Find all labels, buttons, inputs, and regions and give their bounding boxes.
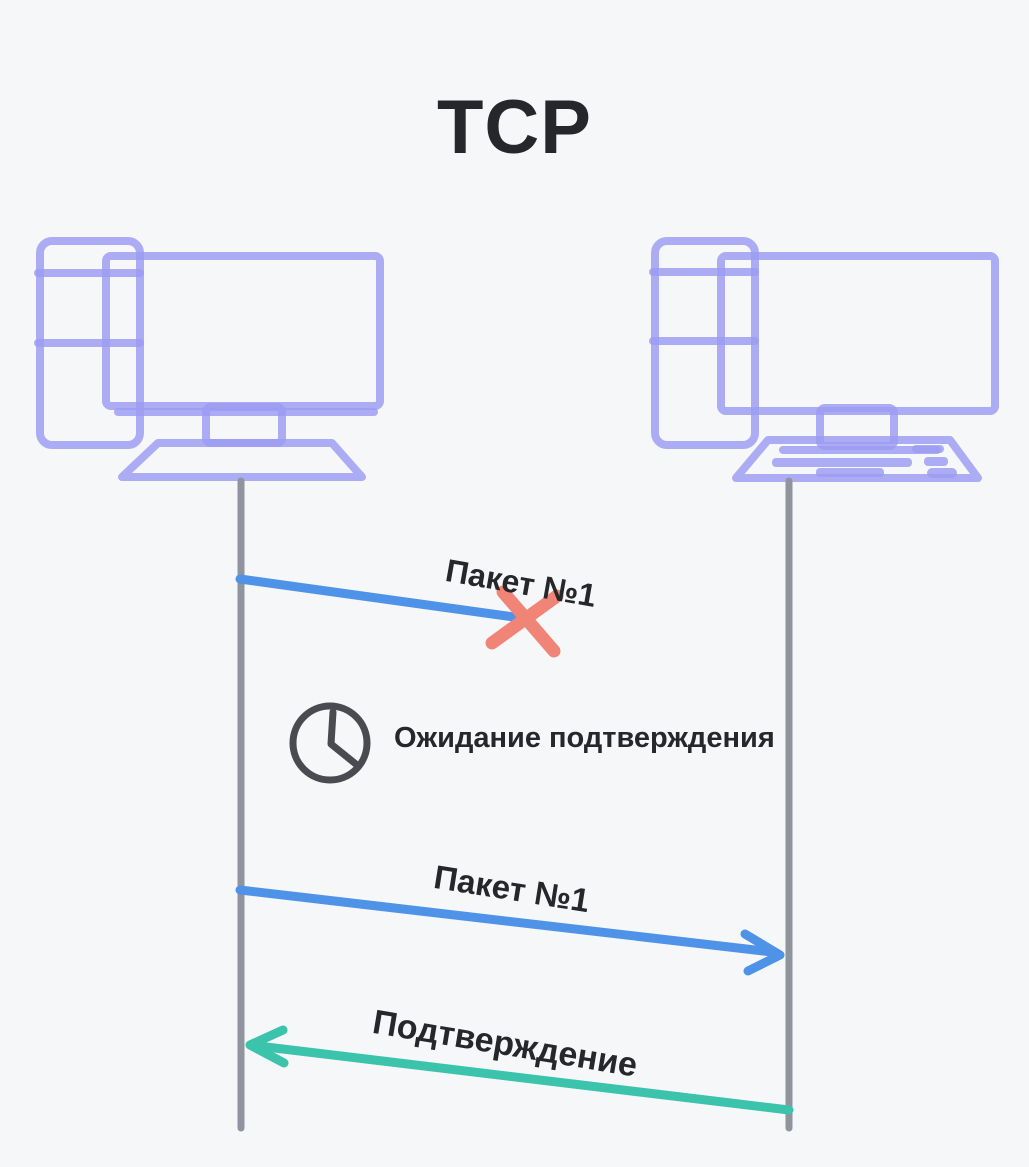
packet1-retry-arrow	[235, 885, 785, 976]
diagram-title: TCP	[437, 85, 592, 170]
wait-label: Ожидание подтверждения	[394, 722, 775, 754]
keyboard-keys	[772, 445, 957, 478]
desktop-computer-icon	[34, 237, 384, 481]
packet1-arrow	[235, 574, 526, 623]
x-lost-icon	[485, 585, 564, 658]
clock-icon	[289, 702, 371, 784]
desktop-computer-with-keyboard-icon	[649, 237, 999, 482]
ack-arrow	[245, 1025, 794, 1115]
